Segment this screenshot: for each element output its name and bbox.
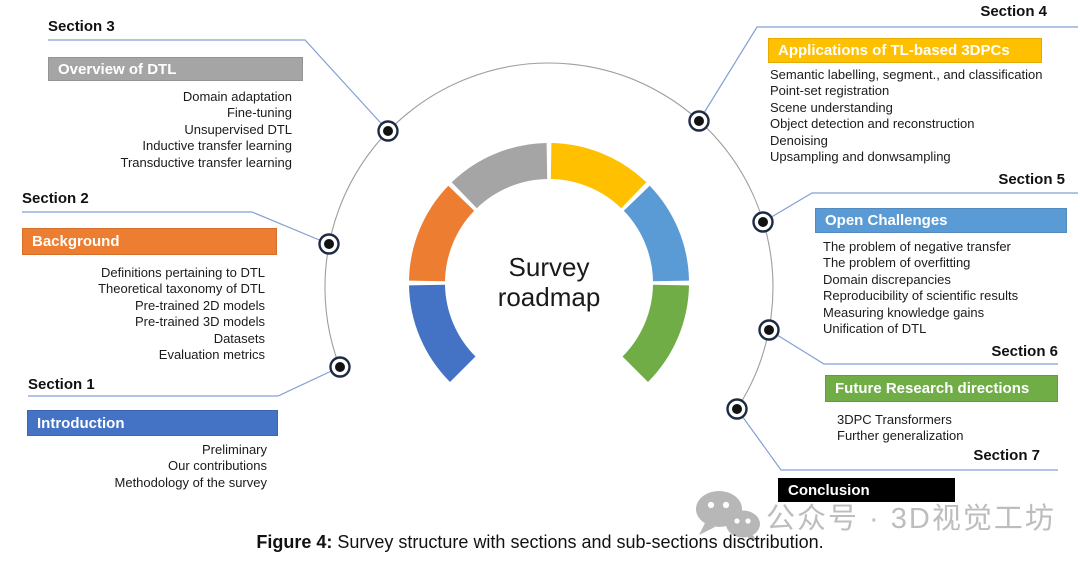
gauge-segment-2	[409, 185, 475, 282]
section-4-label: Section 4	[980, 3, 1047, 20]
gauge-center-line1: Survey	[508, 252, 590, 282]
connector-section-1	[28, 366, 341, 397]
subsection-item: Pre-trained 3D models	[134, 314, 265, 330]
subsection-item: Upsampling and donwsampling	[770, 149, 951, 165]
section-3-title: Overview of DTL	[58, 60, 177, 78]
roadmap-node-section-4	[688, 110, 710, 132]
roadmap-node-section-1	[329, 356, 351, 378]
watermark: 公众号 · 3D视觉工坊	[694, 490, 1056, 542]
section-7-label: Section 7	[973, 447, 1040, 464]
gauge-center-line2: roadmap	[497, 282, 601, 312]
figure-caption-text: Survey structure with sections and sub-s…	[332, 532, 824, 552]
gauge-segment-1	[409, 284, 476, 382]
section-5-title: Open Challenges	[825, 212, 948, 229]
connector-section-2	[22, 211, 330, 245]
roadmap-node-section-3	[377, 120, 399, 142]
roadmap-node-section-6	[758, 319, 780, 341]
subsection-item: Pre-trained 2D models	[134, 297, 265, 313]
gauge-segment-3	[451, 143, 548, 209]
subsection-item: Our contributions	[168, 458, 267, 474]
roadmap-node-section-7	[726, 398, 748, 420]
subsection-item: Unification of DTL	[823, 321, 927, 337]
section-7-title: Conclusion	[788, 481, 870, 499]
survey-gauge	[409, 143, 689, 382]
subsection-item: Datasets	[213, 330, 265, 346]
subsection-item: Scene understanding	[770, 99, 893, 115]
gauge-segment-4	[550, 143, 647, 209]
subsection-item: Methodology of the survey	[114, 474, 267, 490]
subsection-item: Transductive transfer learning	[120, 154, 293, 170]
section-4-title: Applications of TL-based 3DPCs	[778, 42, 1010, 59]
figure-caption: Figure 4: Survey structure with sections…	[0, 532, 1080, 553]
subsection-item: Domain adaptation	[182, 89, 292, 104]
section-3-label: Section 3	[48, 18, 115, 35]
subsection-item: Measuring knowledge gains	[823, 304, 985, 320]
section-2-header: Background	[22, 228, 277, 255]
subsection-item: Reproducibility of scientific results	[823, 288, 1019, 304]
section-3-header: Overview of DTL	[48, 57, 303, 81]
section-1-header: Introduction	[27, 410, 278, 436]
connector-section-6	[768, 329, 1058, 365]
section-6-header: Future Research directions	[825, 375, 1058, 402]
subsection-item: Preliminary	[201, 442, 267, 457]
roadmap-circle	[324, 62, 774, 416]
subsection-item: Denoising	[770, 132, 828, 148]
subsection-item: Unsupervised DTL	[184, 121, 292, 137]
roadmap-node-section-5	[752, 211, 774, 233]
section-6-title: Future Research directions	[835, 380, 1030, 397]
connector-section-5	[762, 192, 1078, 223]
figure-caption-prefix: Figure 4:	[256, 532, 333, 552]
subsection-item: Definitions pertaining to DTL	[100, 265, 265, 280]
roadmap-node-section-2	[318, 233, 340, 255]
subsection-item: Inductive transfer learning	[142, 138, 292, 154]
subsection-item: Fine-tuning	[226, 105, 292, 121]
subsection-item: Further generalization	[837, 428, 964, 444]
section-6-label: Section 6	[991, 343, 1058, 360]
section-2-title: Background	[32, 233, 120, 250]
section-5-label: Section 5	[998, 171, 1065, 188]
gauge-center-label: Survey roadmap	[449, 252, 649, 312]
subsection-item: Object detection and reconstruction	[770, 116, 975, 132]
connector-section-4	[698, 26, 1078, 122]
gauge-segment-5	[623, 185, 689, 282]
section-4-items: Semantic labelling, segment., and classi…	[770, 67, 1075, 165]
connector-section-7	[736, 408, 1058, 471]
gauge-segment-6	[622, 284, 689, 382]
subsection-item: Semantic labelling, segment., and classi…	[770, 67, 1043, 82]
subsection-item: Point-set registration	[770, 83, 890, 99]
section-4-header: Applications of TL-based 3DPCs	[768, 38, 1042, 63]
section-5-header: Open Challenges	[815, 208, 1067, 233]
subsection-item: Theoretical taxonomy of DTL	[98, 281, 265, 297]
section-1-title: Introduction	[37, 414, 125, 432]
section-2-label: Section 2	[22, 190, 89, 207]
subsection-item: 3DPC Transformers	[837, 412, 952, 427]
wechat-icon	[696, 491, 760, 542]
subsection-item: Evaluation metrics	[158, 347, 265, 363]
connector-section-3	[48, 39, 389, 132]
subsection-item: The problem of negative transfer	[823, 239, 1011, 254]
subsection-item: The problem of overfitting	[823, 255, 971, 271]
section-7-header: Conclusion	[778, 478, 955, 502]
watermark-text: 公众号 · 3D视觉工坊	[766, 503, 1056, 535]
subsection-item: Domain discrepancies	[823, 271, 951, 287]
section-1-label: Section 1	[28, 376, 95, 393]
